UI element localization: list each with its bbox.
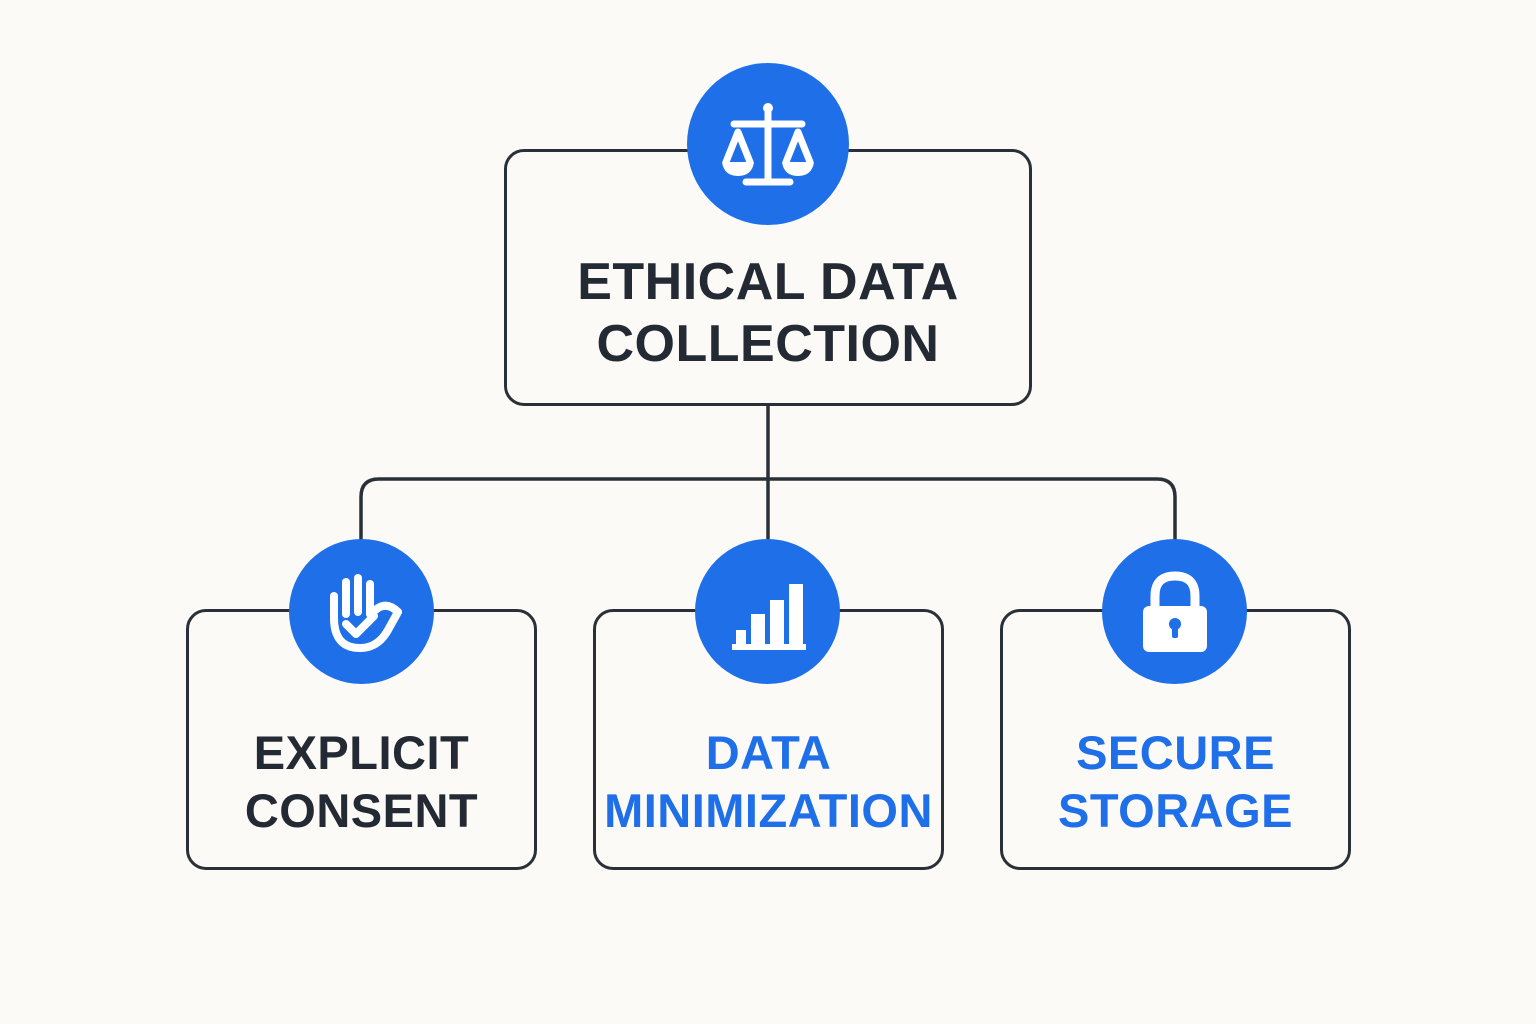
child-label-line-2: MINIMIZATION [604, 784, 933, 837]
child-label-line-1: SECURE [1076, 726, 1275, 779]
bar-chart-icon [695, 539, 840, 684]
child-label-line-1: EXPLICIT [253, 726, 470, 779]
hand-check-icon [289, 539, 434, 684]
child-node-explicit-consent: EXPLICIT CONSENT [186, 609, 537, 870]
scales-icon [687, 63, 849, 225]
padlock-icon [1102, 539, 1247, 684]
child-label-line-2: STORAGE [1057, 784, 1294, 837]
root-title-line-1: ETHICAL DATA [577, 252, 959, 311]
root-title-line-2: COLLECTION [596, 314, 940, 373]
child-label-line-2: CONSENT [244, 784, 479, 837]
child-label-line-1: DATA [705, 726, 832, 779]
